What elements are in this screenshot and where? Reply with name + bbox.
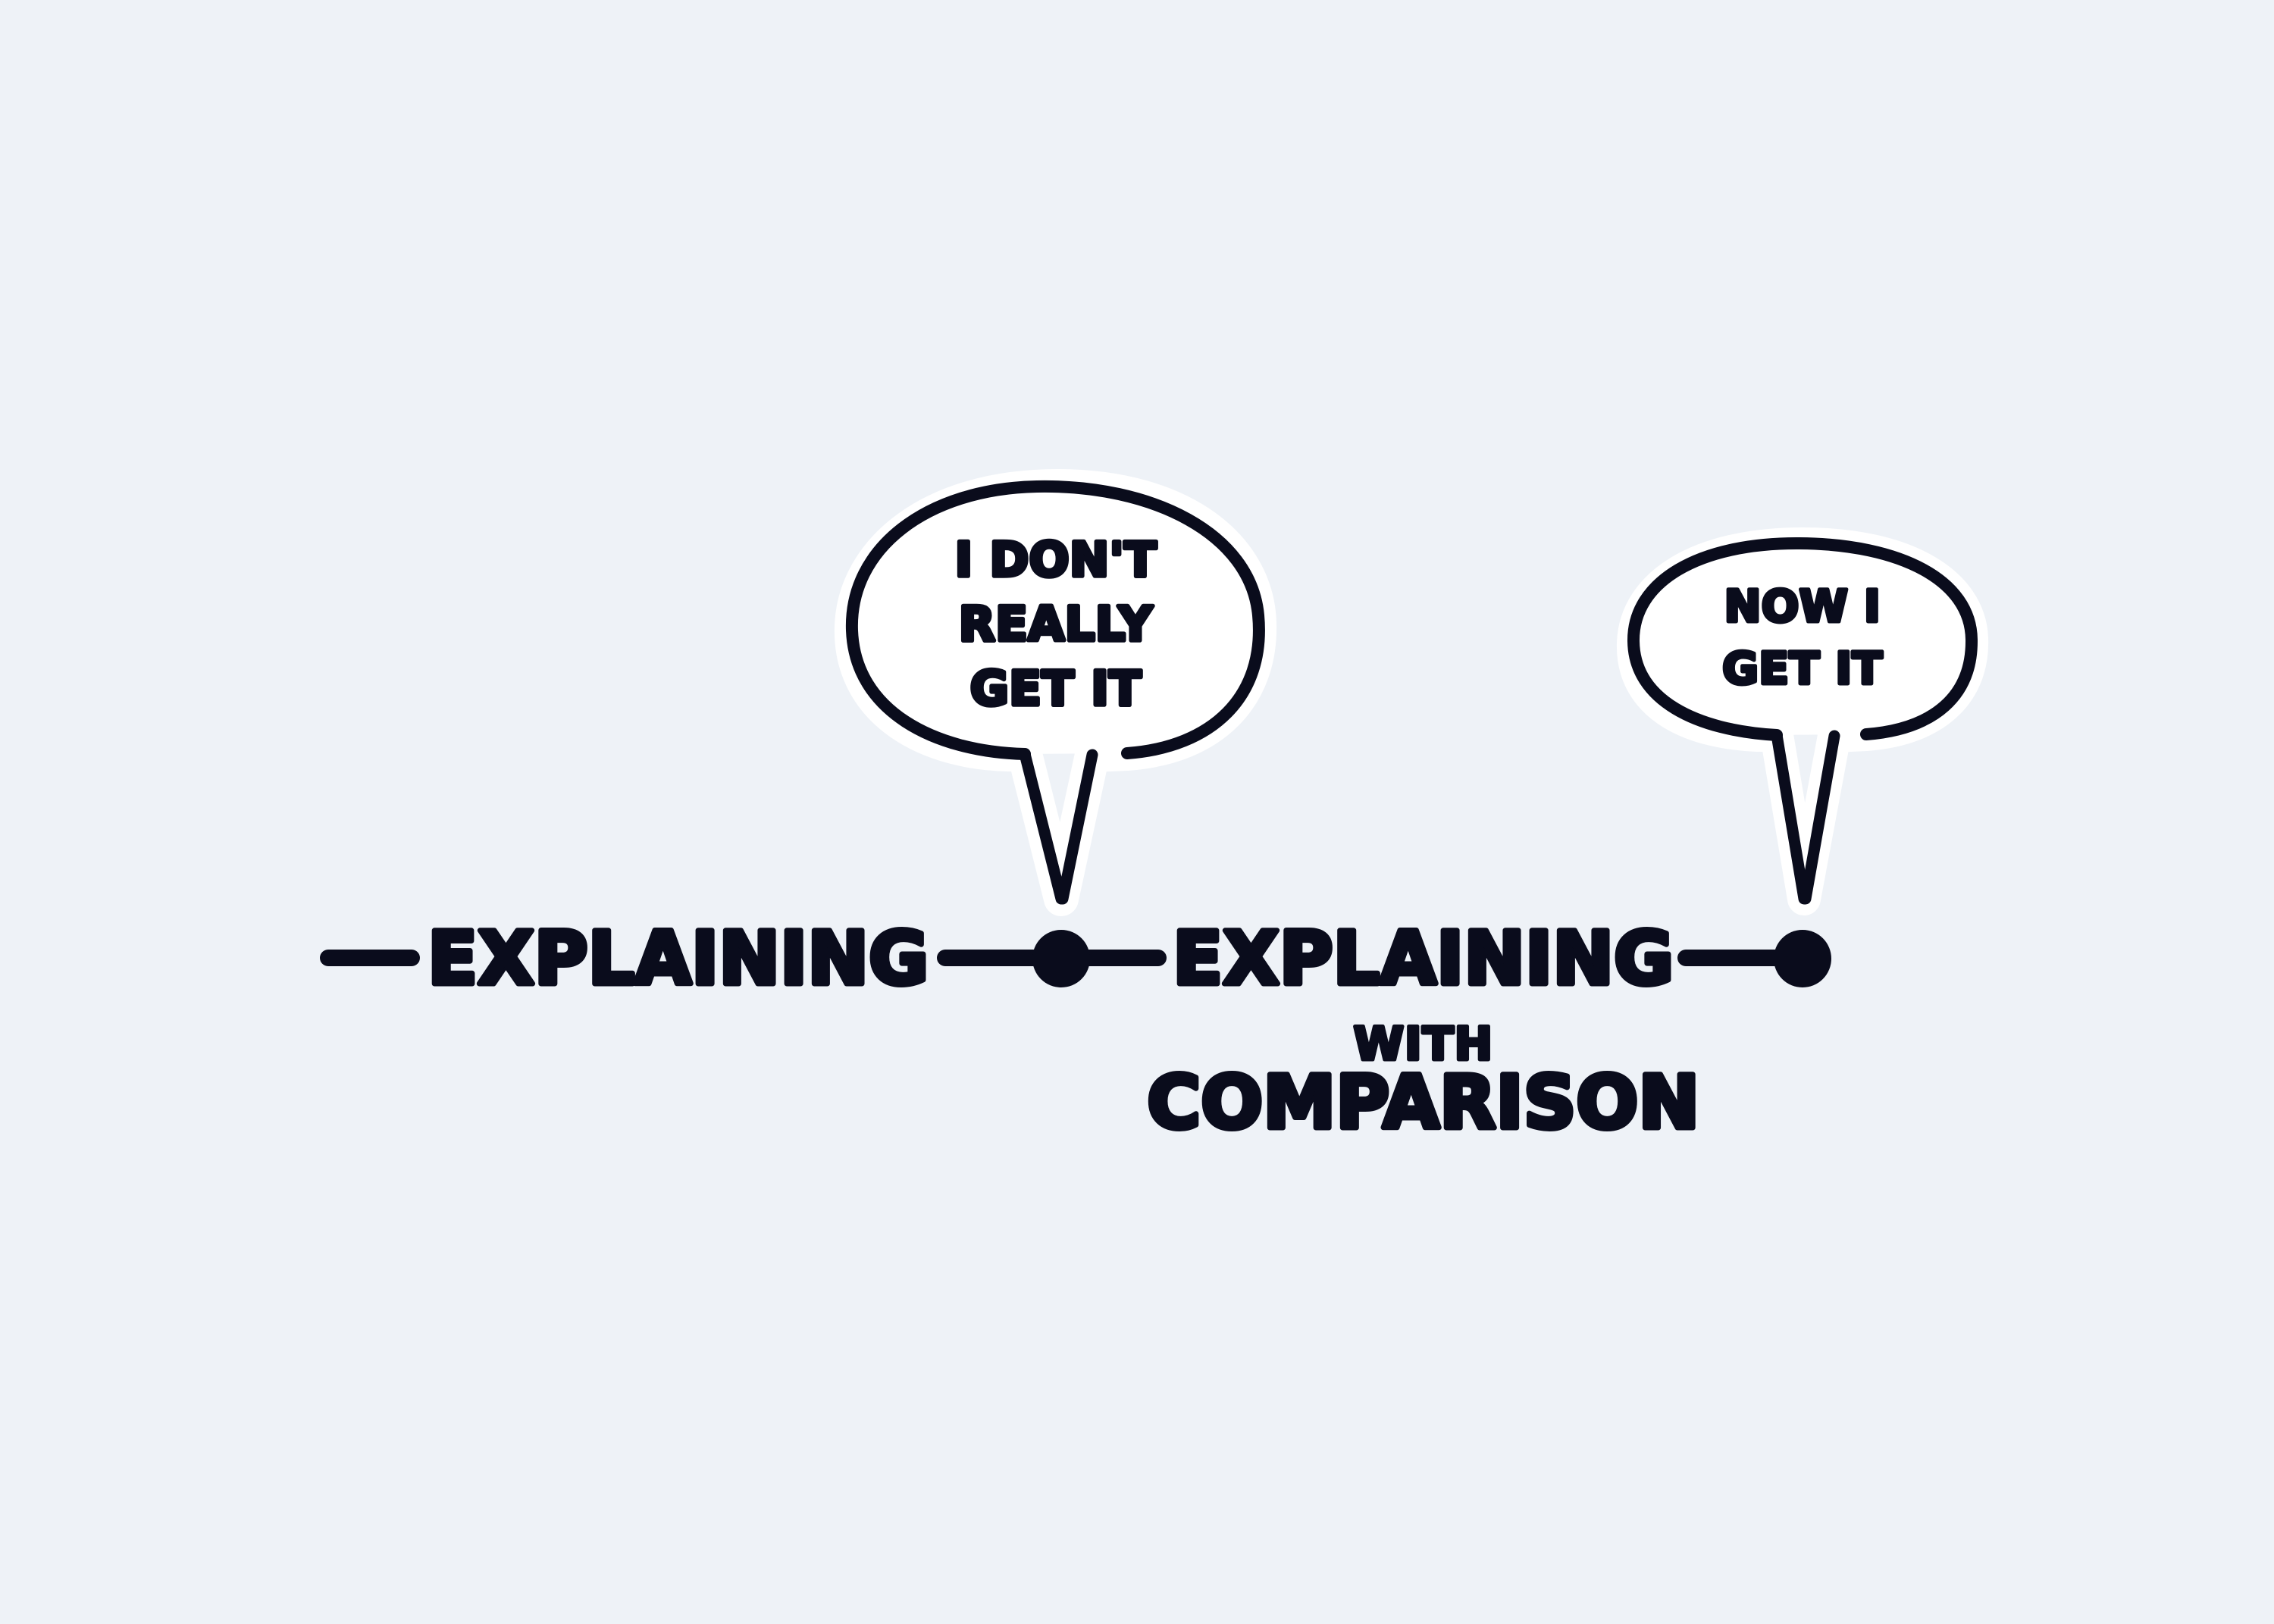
bubble-outline: [845, 480, 1265, 760]
bubble-tail-left-2: [1771, 729, 1810, 905]
bubble-tail-right: [1057, 749, 1098, 905]
bubble-2-line-2: GET IT: [1722, 643, 1883, 694]
bubble-1-line-1: I DON'T: [955, 532, 1157, 587]
stage-2-label-line-2: WITH: [1354, 1018, 1493, 1071]
bubble-tail-left: [1019, 748, 1067, 905]
timeline-axis: [320, 930, 1831, 987]
timeline-labels: EXPLAINING EXPLAINING WITH COMPARISON: [425, 914, 1702, 1148]
bubble-outline-2: [1627, 537, 1978, 741]
bubble-2-line-1: NOW I: [1724, 580, 1881, 632]
timeline-node-1[interactable]: [1032, 930, 1090, 987]
stage-2-label-line-3: COMPARISON: [1148, 1060, 1700, 1145]
speech-bubble-understood: NOW I GET IT: [1616, 527, 1989, 915]
speech-bubble-confused: I DON'T REALLY GET IT: [834, 469, 1277, 916]
bubble-tail-right-2: [1799, 730, 1840, 905]
bubble-fill-2: [1633, 544, 1972, 735]
bubble-1-line-2: REALLY: [959, 596, 1154, 652]
timeline-node-2[interactable]: [1774, 930, 1831, 987]
bubble-1-line-3: GET IT: [970, 661, 1142, 716]
stage-2-label-line-1: EXPLAINING: [1173, 916, 1674, 1001]
stage-1-label: EXPLAINING: [428, 916, 929, 1001]
bubble-fill: [851, 487, 1260, 754]
